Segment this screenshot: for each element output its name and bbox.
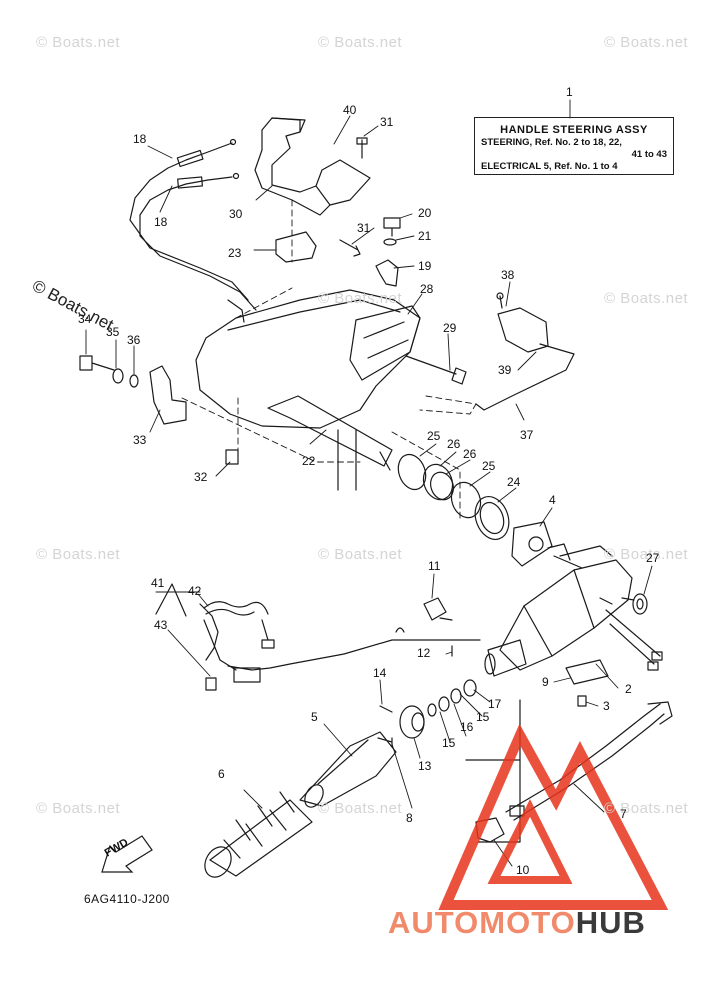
brand-part2: HUB	[575, 905, 646, 940]
watermark: © Boats.net	[36, 800, 121, 817]
callout-number: 14	[373, 666, 387, 680]
watermark: © Boats.net	[36, 34, 121, 51]
callout-number: 23	[228, 246, 242, 260]
callout-number: 18	[154, 215, 168, 229]
watermark: © Boats.net	[36, 546, 121, 563]
assembly-title: HANDLE STEERING ASSY	[500, 124, 648, 136]
callout-number: 25	[427, 429, 441, 443]
callout-number: 21	[418, 229, 432, 243]
callout-number: 15	[442, 736, 456, 750]
callout-number: 29	[443, 321, 457, 335]
watermark: © Boats.net	[604, 34, 689, 51]
callout-number: 16	[460, 720, 474, 734]
callout-number: 26	[463, 447, 477, 461]
callout-number: 31	[357, 221, 371, 235]
callout-number: 1	[566, 85, 573, 99]
callout-number: 17	[488, 697, 502, 711]
callout-number: 37	[520, 428, 534, 442]
watermark: © Boats.net	[318, 34, 403, 51]
callout-number: 24	[507, 475, 521, 489]
watermark: © Boats.net	[604, 800, 689, 817]
callout-number: 5	[311, 710, 318, 724]
callout-number: 11	[428, 559, 441, 573]
throttle-cables	[129, 138, 257, 311]
callout-number: 6	[218, 767, 225, 781]
callout-number: 35	[106, 325, 120, 339]
callout-number: 33	[133, 433, 147, 447]
assembly-ref-line: STEERING, Ref. No. 2 to 18, 22,	[481, 137, 622, 148]
callout-number: 12	[417, 646, 431, 660]
callout-number: 2	[625, 682, 632, 696]
brand-watermark: AUTOMOTOHUB	[388, 905, 646, 941]
callout-number: 20	[418, 206, 432, 220]
throttle-grip	[204, 679, 477, 878]
automotohub-logo	[438, 723, 669, 910]
callout-number: 43	[154, 618, 168, 632]
callout-number: 42	[188, 584, 202, 598]
callout-number: 9	[542, 675, 549, 689]
watermark: © Boats.net	[318, 546, 403, 563]
callout-number: 39	[498, 363, 512, 377]
callout-number: 41	[151, 576, 165, 590]
callout-number: 19	[418, 259, 432, 273]
callout-number: 3	[603, 699, 610, 713]
assembly-info-box: HANDLE STEERING ASSY STEERING, Ref. No. …	[474, 117, 674, 175]
callout-number: 10	[516, 863, 530, 877]
diagram-code: 6AG4110-J200	[84, 892, 170, 906]
callout-number: 27	[646, 551, 660, 565]
callout-number: 32	[194, 470, 208, 484]
bracket-30	[254, 117, 371, 216]
assembly-ref-line: 41 to 43	[631, 149, 667, 160]
callout-number: 15	[476, 710, 490, 724]
fwd-arrow	[101, 835, 153, 873]
friction-rings	[397, 453, 510, 540]
watermark: © Boats.net	[604, 546, 689, 563]
callout-number: 36	[127, 333, 141, 347]
watermark: © Boats.net	[318, 800, 403, 817]
callout-number: 18	[133, 132, 147, 146]
watermark: © Boats.net	[318, 290, 403, 307]
callout-number: 8	[406, 811, 413, 825]
callout-number: 28	[420, 282, 434, 296]
callout-number: 4	[549, 493, 556, 507]
lanyard	[155, 583, 481, 691]
steering-handle-bracket	[484, 543, 663, 677]
swivel-bracket	[195, 289, 421, 491]
assembly-ref-line: ELECTRICAL 5, Ref. No. 1 to 4	[481, 161, 618, 172]
callout-number: 7	[620, 807, 627, 821]
callout-number: 25	[482, 459, 496, 473]
watermark: © Boats.net	[604, 290, 689, 307]
callout-number: 34	[78, 312, 92, 326]
callout-number: 31	[380, 115, 394, 129]
callout-number: 40	[343, 103, 357, 117]
callout-number: 26	[447, 437, 461, 451]
callout-number: 38	[501, 268, 515, 282]
callout-number: 13	[418, 759, 432, 773]
brand-part1: AUTOMOTO	[388, 905, 576, 940]
callout-number: 22	[302, 454, 316, 468]
callout-number: 30	[229, 207, 243, 221]
